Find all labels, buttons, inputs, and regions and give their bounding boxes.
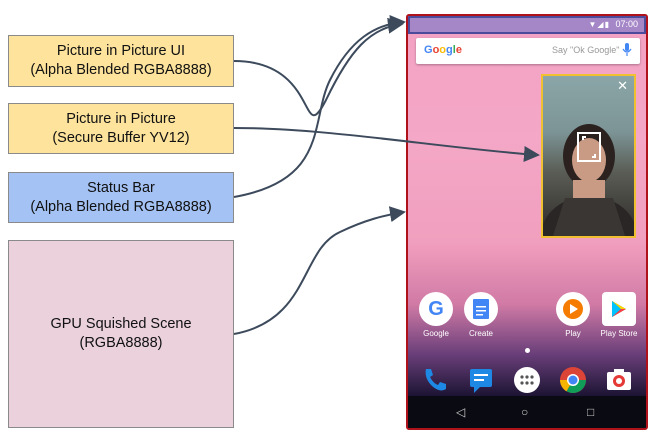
pip-label-box: Picture in Picture (Secure Buffer YV12) (8, 103, 234, 154)
home-icon[interactable]: ○ (521, 405, 529, 419)
docs-app-icon (464, 292, 498, 326)
app-google[interactable]: G Google (411, 292, 461, 338)
arrow-pip-ui (233, 17, 404, 116)
app-play-store[interactable]: Play Store (594, 292, 644, 338)
status-bar-label-title: Status Bar (87, 179, 155, 196)
pip-label-format: (Secure Buffer YV12) (52, 129, 190, 146)
pip-ui-label-box: Picture in Picture UI (Alpha Blended RGB… (8, 35, 234, 87)
app-create[interactable]: Create (456, 292, 506, 338)
pip-ui-label-format: (Alpha Blended RGBA8888) (30, 62, 212, 78)
messages-icon[interactable] (466, 365, 496, 395)
fullscreen-icon[interactable] (577, 132, 601, 162)
app-drawer-icon[interactable] (512, 365, 542, 395)
status-time: 07:00 (615, 19, 638, 29)
play-store-icon (602, 292, 636, 326)
signal-battery-icons: ▼◢▮ (588, 20, 610, 29)
play-music-icon (556, 292, 590, 326)
pip-ui-label-title: Picture in Picture UI (56, 43, 186, 59)
google-app-icon: G (419, 292, 453, 326)
app-label-play-store: Play Store (600, 329, 638, 338)
gpu-scene-label-box: GPU Squished Scene (RGBA8888) (8, 240, 234, 428)
page-indicator (525, 348, 530, 353)
phone-icon[interactable] (420, 365, 450, 395)
gpu-scene-label-format: (RGBA8888) (79, 335, 163, 351)
chrome-icon[interactable] (558, 365, 588, 395)
app-label-google: Google (423, 329, 449, 338)
camera-icon[interactable] (604, 365, 634, 395)
status-bar: ▼◢▮ 07:00 (408, 16, 646, 34)
recents-icon[interactable]: □ (587, 405, 595, 419)
app-label-play: Play (565, 329, 581, 338)
back-icon[interactable]: ◁ (456, 405, 466, 419)
status-bar-label-box: Status Bar (Alpha Blended RGBA8888) (8, 172, 234, 223)
mic-icon[interactable] (622, 43, 632, 62)
pip-video-frame (543, 124, 634, 236)
navigation-bar: ◁ ○ □ (408, 396, 646, 428)
app-play[interactable]: Play (548, 292, 598, 338)
close-icon[interactable]: ✕ (617, 78, 628, 93)
arrow-status-bar (233, 14, 406, 198)
status-bar-label-format: (Alpha Blended RGBA8888) (30, 198, 212, 215)
picture-in-picture-window[interactable]: ✕ (541, 74, 636, 238)
app-label-create: Create (468, 329, 493, 338)
arrow-gpu-scene (233, 206, 406, 335)
gpu-scene-label-title: GPU Squished Scene (50, 316, 192, 332)
phone-screen: ▼◢▮ 07:00 Google Say "Ok Google" ✕ G Goo… (406, 14, 648, 430)
arrow-pip (233, 127, 540, 162)
google-search-bar[interactable]: Google Say "Ok Google" (416, 38, 640, 64)
pip-label-title: Picture in Picture (66, 110, 176, 127)
search-hint: Say "Ok Google" (552, 45, 620, 55)
google-logo: Google (424, 44, 462, 56)
